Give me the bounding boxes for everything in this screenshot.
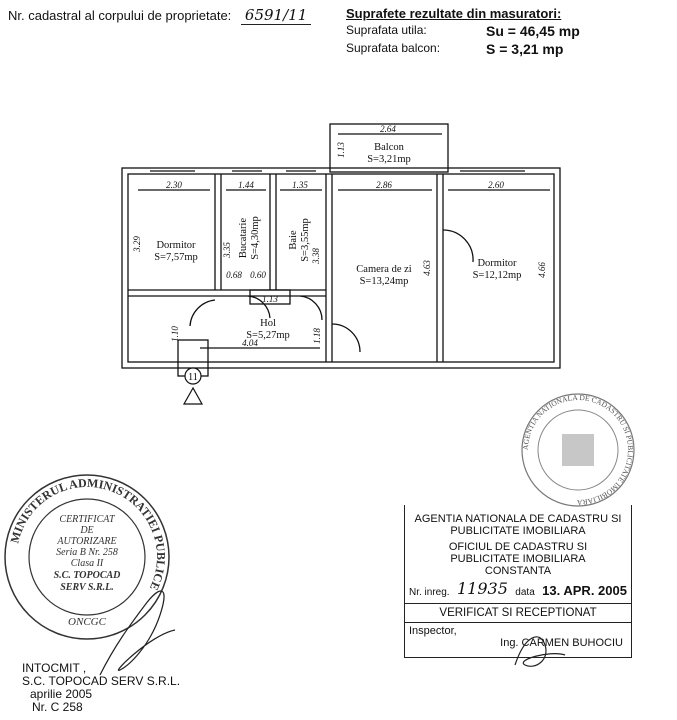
stamp-outer-ring xyxy=(4,474,170,640)
cadastral-value: 6591/11 xyxy=(240,6,312,25)
reg-inspector-name: Ing. CARMEN BUHOCIU xyxy=(500,637,623,649)
marker-circle xyxy=(184,367,202,385)
plan-outer-wall xyxy=(121,167,561,369)
balcony-surface-value: S = 3,21 mp xyxy=(486,41,564,57)
balcony-surface-row: Suprafata balcon: S = 3,21 mp xyxy=(346,41,580,57)
reg-agency-1: AGENTIA NATIONALA DE CADASTRU SI xyxy=(414,513,622,525)
reg-number-row: Nr. inreg. 11935 data 13. APR. 2005 xyxy=(405,577,631,600)
stamp-line-2: DE xyxy=(79,525,93,536)
marker-label: 11 xyxy=(188,372,198,383)
dim-camera-width: 2.86 xyxy=(376,180,392,190)
door-bucatarie xyxy=(247,295,271,319)
surface-summary: Suprafete rezultate din masuratori: Supr… xyxy=(346,6,580,57)
dim-dormitor-height: 3.29 xyxy=(132,236,142,253)
footer-line-3: aprilie 2005 xyxy=(30,687,93,701)
summary-title: Suprafete rezultate din masuratori: xyxy=(346,6,562,21)
authorization-stamp: MINISTERUL ADMINISTRATIEI PUBLICE CERTIF… xyxy=(4,474,170,640)
stamp-line-1: CERTIFICAT xyxy=(59,514,116,525)
room-balcon-name: Balcon xyxy=(374,142,404,153)
door-baie xyxy=(299,295,323,321)
reg-office-1: OFICIUL DE CADASTRU SI xyxy=(448,541,588,553)
dim-dormitor-width: 2.30 xyxy=(166,180,182,190)
door-camera xyxy=(331,323,361,353)
footer-line-2: S.C. TOPOCAD SERV S.R.L. xyxy=(22,674,181,688)
door-dormitor xyxy=(189,299,216,327)
dim-baie-width: 1.35 xyxy=(292,180,308,190)
stamp-line-8: ONCGC xyxy=(68,616,107,628)
dim-camera-height: 4.63 xyxy=(422,260,432,276)
room-dormitor2-name: Dormitor xyxy=(477,258,517,269)
reg-verified: VERIFICAT SI RECEPTIONAT xyxy=(439,607,597,619)
dim-cabinet: 1.13 xyxy=(262,294,278,304)
room-baie-area: S=3,55mp xyxy=(300,218,311,262)
reg-number-label: Nr. inreg. xyxy=(409,587,450,598)
room-dormitor-name: Dormitor xyxy=(156,240,196,251)
room-dormitor-area: S=7,57mp xyxy=(154,252,198,263)
dim-bucatarie-height: 3.35 xyxy=(222,242,232,259)
inspector-signature xyxy=(514,636,566,667)
room-bucatarie-name: Bucatarie xyxy=(238,218,249,259)
author-footer: INTOCMIT , S.C. TOPOCAD SERV S.R.L. apri… xyxy=(22,662,180,714)
room-balcon-area: S=3,21mp xyxy=(367,154,411,165)
author-signature xyxy=(99,590,176,676)
room-dormitor2-area: S=12,12mp xyxy=(473,270,522,281)
stamp-line-7: SERV S.R.L. xyxy=(60,582,114,593)
reg-date-value: 13. APR. 2005 xyxy=(542,583,627,598)
room-hol-area: S=5,27mp xyxy=(246,330,290,341)
footer-line-4: Nr. C 258 xyxy=(32,700,83,714)
agency-stamp-outer-ring xyxy=(521,393,635,507)
dim-balcony-width: 2.64 xyxy=(380,124,396,134)
room-hol-name: Hol xyxy=(260,318,276,329)
reg-agency-2: PUBLICITATE IMOBILIARA xyxy=(450,525,586,537)
useful-surface-row: Suprafata utila: Su = 46,45 mp xyxy=(346,23,580,39)
dim-hol-length: 4.04 xyxy=(242,338,258,348)
cadastral-label: Nr. cadastral al corpului de proprietate… xyxy=(8,8,232,23)
useful-surface-value: Su = 46,45 mp xyxy=(486,23,580,39)
balcony-surface-label: Suprafata balcon: xyxy=(346,41,441,55)
reg-inspector-label: Inspector, xyxy=(409,625,457,637)
reg-office-2: PUBLICITATE IMOBILIARA xyxy=(450,553,586,565)
room-camera-name: Camera de zi xyxy=(356,264,411,275)
reg-date-label: data xyxy=(515,587,535,598)
stamp-line-4: Seria B Nr. 258 xyxy=(56,547,118,558)
dim-dormitor2-width: 2.60 xyxy=(488,180,504,190)
agency-stamp-inner-ring xyxy=(537,409,619,491)
room-baie-name: Baie xyxy=(288,230,299,250)
hallway-cabinet xyxy=(249,289,291,305)
door-dormitor-2 xyxy=(442,229,474,263)
north-arrow-icon xyxy=(182,386,204,405)
dim-hol-a: 0.68 xyxy=(226,270,242,280)
dim-balcony-depth: 1.13 xyxy=(336,142,346,158)
dim-bucatarie-width: 1.44 xyxy=(238,180,254,190)
stamp-line-6: S.C. TOPOCAD xyxy=(54,570,121,581)
dim-hol-depth: 1.18 xyxy=(312,328,322,344)
room-camera-area: S=13,24mp xyxy=(360,276,409,287)
dim-entrance: 1.10 xyxy=(170,326,180,342)
coat-of-arms-icon xyxy=(562,434,594,466)
footer-line-1: INTOCMIT , xyxy=(22,661,87,675)
reg-number-value: 11935 xyxy=(456,579,508,598)
stamp-line-5: Clasa II xyxy=(71,558,104,569)
balcony-outline xyxy=(329,123,449,173)
cadastral-number-line: Nr. cadastral al corpului de proprietate… xyxy=(8,6,312,25)
dim-hol-b: 0.60 xyxy=(250,270,266,280)
dim-dormitor2-height: 4.66 xyxy=(537,262,547,278)
registration-box: AGENTIA NATIONALA DE CADASTRU SI PUBLICI… xyxy=(404,505,632,658)
stamp-line-3: AUTORIZARE xyxy=(56,536,116,547)
reg-office-3: CONSTANTA xyxy=(484,565,552,577)
stamp-inner-ring xyxy=(28,498,146,616)
floor-plan: 11 2.64 1.13 2.30 1.44 1.35 2.86 2.60 3.… xyxy=(121,123,561,405)
dim-baie-height: 3.38 xyxy=(311,248,321,265)
room-bucatarie-area: S=4,30mp xyxy=(250,216,261,260)
plan-inner-wall xyxy=(127,173,555,363)
agency-stamp: AGENTIA NATIONALA DE CADASTRU SI PUBLICI… xyxy=(521,393,635,507)
useful-surface-label: Suprafata utila: xyxy=(346,23,427,37)
